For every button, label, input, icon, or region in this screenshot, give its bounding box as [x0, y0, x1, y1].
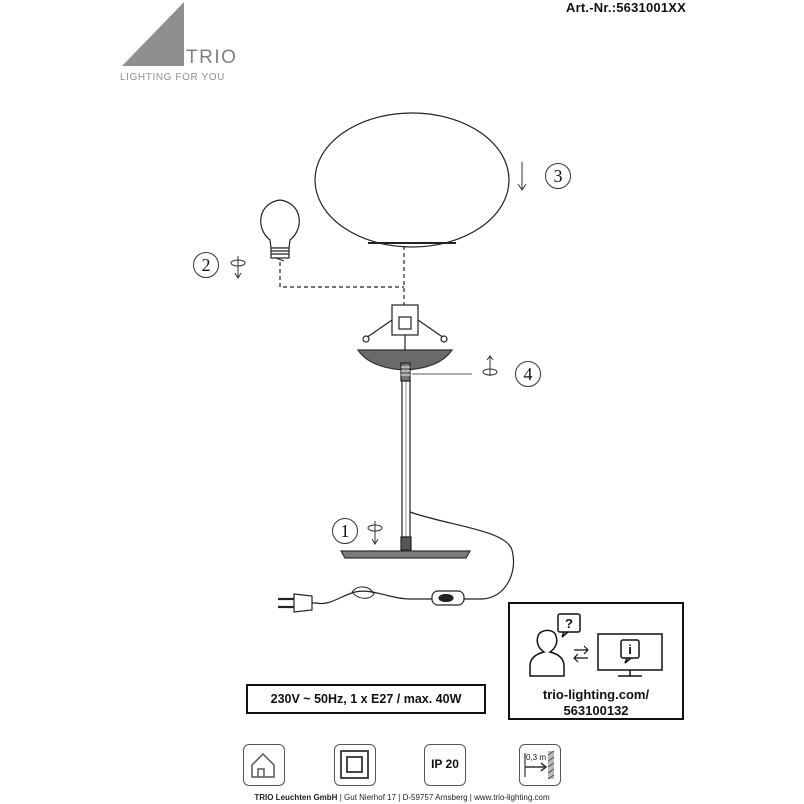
minimum-distance-icon: 0,3 m [519, 744, 561, 786]
electrical-spec: 230V ~ 50Hz, 1 x E27 / max. 40W [246, 684, 486, 714]
guide-line-bulb [279, 262, 404, 288]
power-cable-2 [312, 590, 432, 605]
rotation-arrows [230, 162, 527, 545]
svg-text:?: ? [565, 616, 573, 631]
holder-arms [365, 319, 445, 339]
protection-class-2-icon [334, 744, 376, 786]
info-url: trio-lighting.com/ 563100132 [510, 687, 682, 719]
glass-globe-shade [314, 112, 510, 248]
rotate-arrow-2 [230, 256, 246, 279]
online-info-box: ? i trio-lighting.com/ 563100132 [508, 602, 684, 720]
footer: TRIO Leuchten GmbH | Gut Nierhof 17 | D-… [254, 793, 550, 802]
arrow-down-3 [517, 162, 527, 191]
svg-text:i: i [628, 642, 632, 657]
info-url-line-2: 563100132 [563, 703, 629, 718]
rotate-arrow-1 [367, 521, 383, 545]
footer-company: TRIO Leuchten GmbH [254, 793, 338, 802]
euro-plug [278, 593, 313, 613]
base-connector [400, 536, 412, 551]
article-number: Art.-Nr.:5631001XX [566, 0, 686, 15]
logo-tagline: LIGHTING FOR YOU [120, 72, 225, 83]
logo-brand: TRIO [186, 47, 238, 68]
person-question-icon [529, 613, 581, 677]
rotate-arrow-4 [482, 355, 498, 376]
monitor-info-icon [597, 633, 663, 677]
lamp-socket [391, 304, 419, 336]
exchange-arrows-icon [573, 645, 589, 663]
threaded-connector [400, 362, 411, 382]
step-1: 1 [332, 518, 358, 544]
logo-triangle-icon [122, 2, 184, 66]
footer-street: Gut Nierhof 17 [344, 793, 397, 802]
step-3: 3 [545, 163, 571, 189]
indoor-use-icon [243, 744, 285, 786]
base-plate [339, 550, 472, 559]
light-bulb [260, 199, 300, 262]
power-cable [409, 511, 514, 600]
step-2: 2 [193, 252, 219, 278]
footer-website[interactable]: www.trio-lighting.com [474, 793, 550, 802]
trio-logo: TRIO LIGHTING FOR YOU [118, 0, 258, 95]
ip20-icon: IP 20 [424, 744, 466, 786]
info-url-line-1: trio-lighting.com/ [542, 687, 650, 702]
distance-label: 0,3 m [526, 753, 546, 762]
step-4: 4 [515, 361, 541, 387]
footer-city: D-59757 Arnsberg [402, 793, 468, 802]
